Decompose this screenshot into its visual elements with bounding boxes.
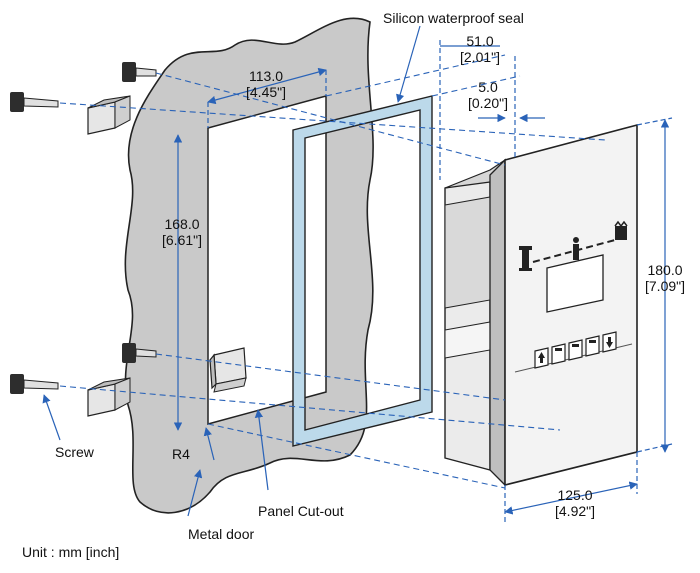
cutout-width-inch: [4.45"] xyxy=(246,84,286,100)
depth-mm: 51.0 xyxy=(466,33,494,49)
screw-upper-left xyxy=(10,92,59,112)
load-icon xyxy=(614,220,628,240)
depth-label: 51.0 [2.01"] xyxy=(450,33,510,65)
cutout-height-label: 168.0 [6.61"] xyxy=(152,216,212,248)
depth-inch: [2.01"] xyxy=(460,49,500,65)
bezel-mm: 5.0 xyxy=(478,79,498,95)
cutout-height-inch: [6.61"] xyxy=(162,232,202,248)
overall-height-inch: [7.09"] xyxy=(645,278,685,294)
cutout-width-mm: 113.0 xyxy=(249,68,283,84)
generator-icon xyxy=(519,246,532,271)
metal-door-label: Metal door xyxy=(188,526,255,542)
screw-lower-left xyxy=(10,374,59,394)
leader-lines xyxy=(42,25,421,517)
screw-lower-right xyxy=(122,343,157,363)
button-4 xyxy=(585,335,600,357)
panel-cutout-label: Panel Cut-out xyxy=(258,503,344,519)
cutout-width-label: 113.0 [4.45"] xyxy=(236,68,296,100)
overall-height-mm: 180.0 xyxy=(647,262,683,278)
clip-lower xyxy=(87,377,131,417)
overall-width-mm: 125.0 xyxy=(557,487,593,503)
button-3 xyxy=(568,339,583,361)
overall-height-label: 180.0 [7.09"] xyxy=(630,262,700,294)
clip-upper xyxy=(87,95,131,135)
bezel-label: 5.0 [0.20"] xyxy=(458,79,518,111)
radius-label: R4 xyxy=(172,446,190,462)
screw-label: Screw xyxy=(55,444,94,460)
silicon-seal xyxy=(292,95,433,447)
button-down xyxy=(602,331,617,353)
button-up xyxy=(534,347,549,369)
breaker-icon xyxy=(573,237,579,260)
overall-width-inch: [4.92"] xyxy=(555,503,595,519)
seal-label: Silicon waterproof seal xyxy=(383,10,524,26)
unit-label: Unit : mm [inch] xyxy=(22,544,120,560)
bracket-clip-behind xyxy=(209,347,247,393)
bezel-inch: [0.20"] xyxy=(468,95,508,111)
overall-width-label: 125.0 [4.92"] xyxy=(540,487,610,519)
cutout-height-mm: 168.0 xyxy=(164,216,200,232)
dimension-lines xyxy=(173,40,673,522)
button-2 xyxy=(551,343,566,365)
controller-device xyxy=(444,123,638,487)
screw-upper-right xyxy=(122,62,157,82)
lcd-display xyxy=(546,254,604,313)
